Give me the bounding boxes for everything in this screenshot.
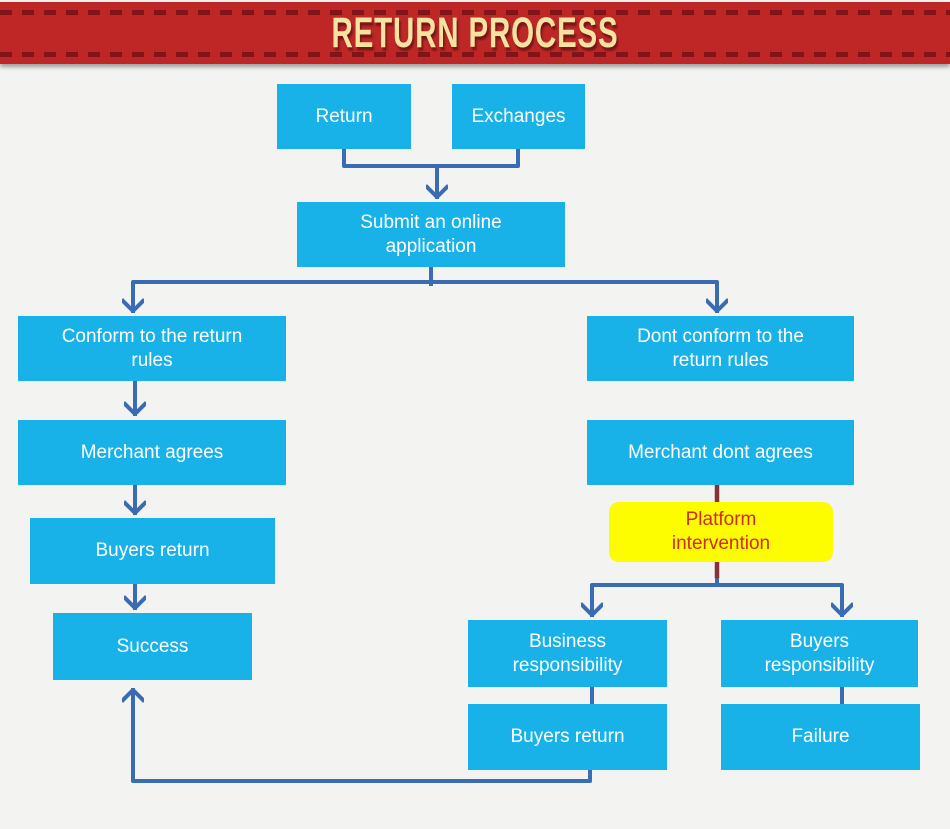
node-failure: Failure bbox=[721, 704, 920, 770]
node-conform-rules: Conform to the return rules bbox=[18, 316, 286, 381]
node-merchant-agrees: Merchant agrees bbox=[18, 420, 286, 485]
node-merchant-dont-agrees: Merchant dont agrees bbox=[587, 420, 854, 485]
connector-split2-left bbox=[592, 583, 719, 617]
connector-merge-top bbox=[342, 147, 520, 197]
node-business-responsibility: Business responsibility bbox=[468, 620, 667, 687]
node-buyers-return-right: Buyers return bbox=[468, 704, 667, 770]
connector-split2-right bbox=[715, 583, 842, 617]
node-exchanges: Exchanges bbox=[452, 84, 585, 149]
node-dont-conform-rules: Dont conform to the return rules bbox=[587, 316, 854, 381]
page-title: RETURN PROCESS bbox=[331, 8, 619, 57]
node-buyers-responsibility: Buyers responsibility bbox=[721, 620, 918, 687]
node-success: Success bbox=[53, 613, 252, 680]
node-buyers-return-left: Buyers return bbox=[30, 518, 275, 584]
connector-split-right bbox=[429, 280, 717, 313]
node-platform-intervention: Platform intervention bbox=[609, 502, 833, 562]
node-return: Return bbox=[277, 84, 411, 149]
ribbon-stitch-top bbox=[0, 10, 950, 15]
header-ribbon: RETURN PROCESS bbox=[0, 2, 950, 64]
connector-split-left bbox=[133, 280, 433, 313]
ribbon-stitch-bottom bbox=[0, 52, 950, 57]
node-submit-application: Submit an online application bbox=[297, 202, 565, 267]
